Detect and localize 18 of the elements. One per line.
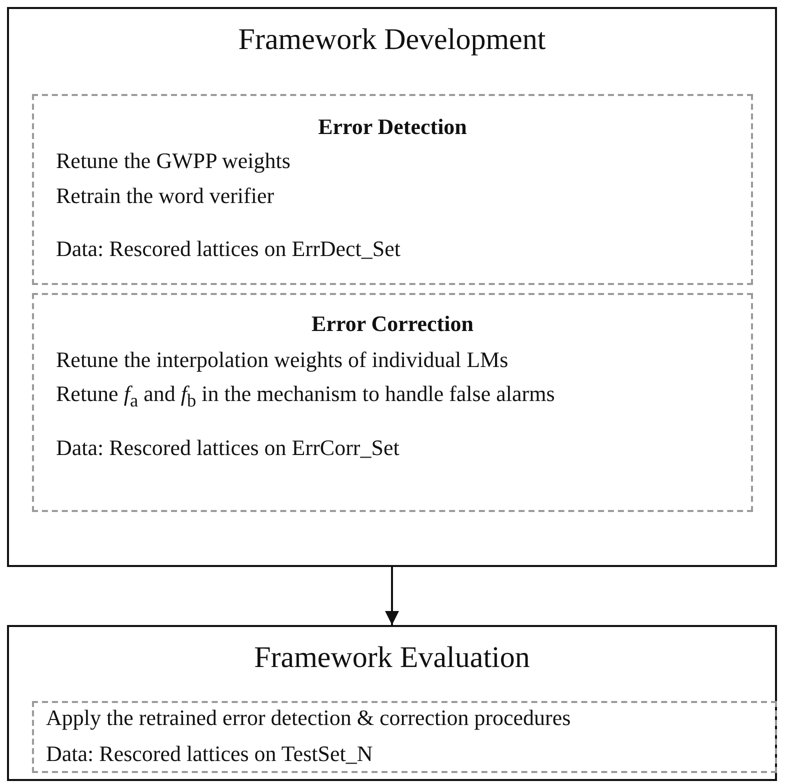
box-heading: Error Detection: [317, 114, 468, 140]
box-heading: Framework Evaluation: [253, 641, 531, 675]
text-line: Data: Rescored lattices on ErrDect_Set: [56, 236, 401, 262]
text-line: Retrain the word verifier: [56, 183, 274, 209]
text-line: Retune f$_{a}$ and f$_{b}$ in the mechanism to handle false alarms: [56, 381, 555, 412]
text-line: Data: Rescored lattices on ErrCorr_Set: [56, 435, 400, 461]
stage-box: [7, 7, 777, 567]
text-line: Apply the retrained error detection & correction procedures: [46, 705, 571, 731]
box-heading: Framework Development: [237, 23, 547, 57]
stage-box: [7, 625, 777, 781]
text-line: Data: Rescored lattices on TestSet_N: [46, 741, 373, 767]
text-line: Retune the GWPP weights: [56, 148, 290, 174]
task-group-box: [32, 94, 753, 285]
task-group-box: [32, 293, 753, 512]
arrow: [385, 567, 399, 625]
box-heading: Error Correction: [310, 311, 474, 337]
text-line: Retune the interpolation weights of individual LMs: [56, 347, 508, 373]
task-group-box: [32, 701, 777, 773]
